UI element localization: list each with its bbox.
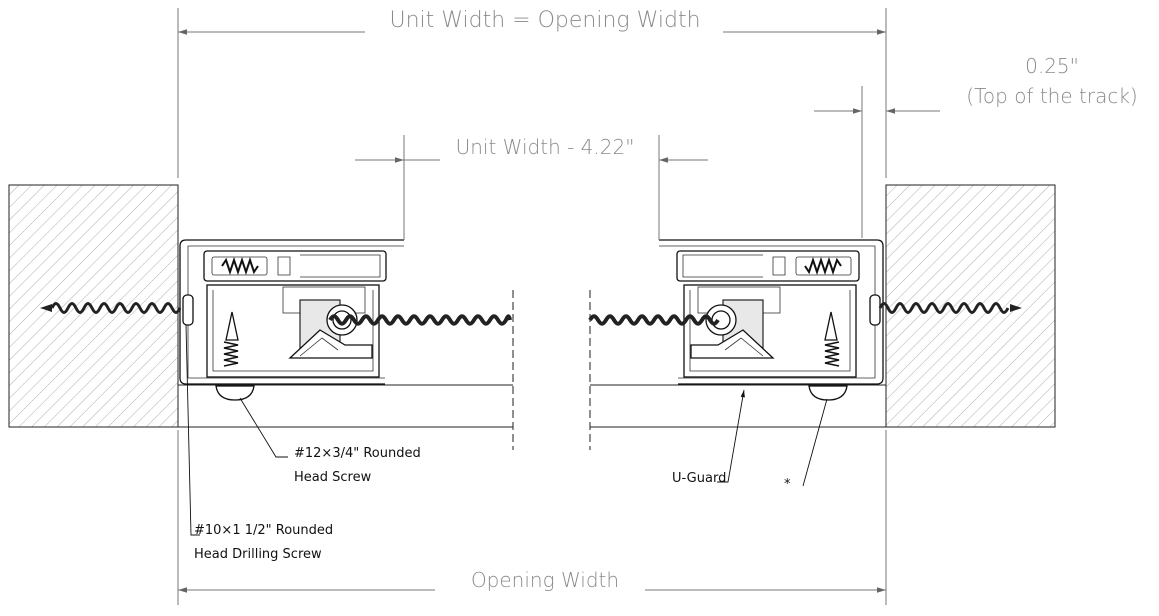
dimension-unit-width: Unit Width = Opening Width bbox=[177, 6, 887, 178]
offset-note: (Top of the track) bbox=[966, 84, 1137, 108]
opening-width-label: Opening Width bbox=[471, 568, 619, 592]
unit-width-label: Unit Width = Opening Width bbox=[389, 8, 700, 33]
right-track bbox=[659, 239, 884, 401]
dimension-offset: 0.25" (Top of the track) bbox=[814, 54, 1138, 238]
left-zipper bbox=[328, 314, 512, 326]
callout-rounded-head-screw: #12×3/4" Rounded Head Screw bbox=[239, 397, 421, 485]
left-drilling-screw bbox=[40, 302, 182, 314]
callout-asterisk: * bbox=[784, 398, 828, 492]
drilling-screw-line2: Head Drilling Screw bbox=[194, 547, 322, 562]
offset-value: 0.25" bbox=[1025, 54, 1079, 78]
u-guard-label: U-Guard bbox=[672, 471, 726, 486]
right-zipper bbox=[588, 314, 720, 326]
drilling-screw-line1: #10×1 1/2" Rounded bbox=[194, 523, 333, 538]
rounded-head-screw-line2: Head Screw bbox=[294, 470, 372, 485]
callout-u-guard: U-Guard bbox=[672, 389, 745, 486]
dimension-opening-width: Opening Width bbox=[177, 430, 887, 605]
left-track bbox=[179, 239, 404, 401]
dimension-track-width: Unit Width - 4.22" bbox=[355, 135, 708, 240]
asterisk-label: * bbox=[784, 477, 791, 492]
track-width-label: Unit Width - 4.22" bbox=[456, 135, 635, 159]
left-wall bbox=[8, 184, 179, 428]
right-drilling-screw bbox=[878, 302, 1022, 314]
right-wall bbox=[885, 184, 1056, 428]
callout-drilling-screw: #10×1 1/2" Rounded Head Drilling Screw bbox=[185, 324, 333, 562]
rounded-head-screw-line1: #12×3/4" Rounded bbox=[294, 446, 421, 461]
